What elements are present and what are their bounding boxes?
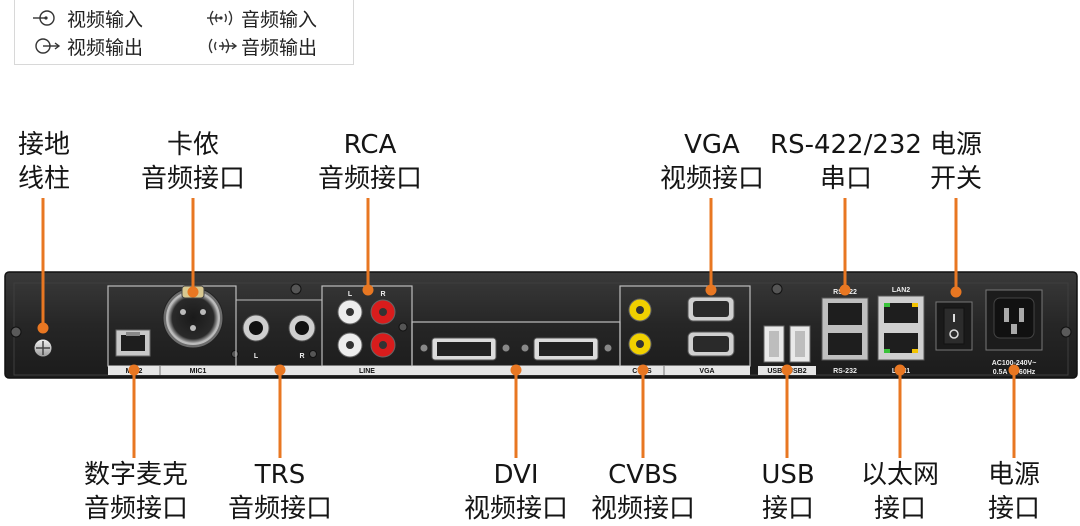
- panel-label-usb: USB1 USB2: [767, 368, 806, 375]
- legend-video-in-label: 视频输入: [67, 8, 144, 31]
- rca-section: [321, 285, 413, 375]
- audio-output-icon: [208, 38, 238, 54]
- legend-audio-in: 音频输入: [205, 6, 318, 31]
- video-output-icon: [35, 38, 61, 54]
- callout-label-mic: 数字麦克 音频接口: [83, 460, 188, 524]
- panel-label-power-rating-2: 0.5A 50/60Hz: [993, 369, 1036, 376]
- video-input-icon: [33, 10, 55, 26]
- callout-label-ground: 接地 线柱: [17, 130, 70, 194]
- panel-label-lan2: LAN2: [892, 287, 910, 294]
- legend-video-out-label: 视频输出: [67, 36, 144, 59]
- panel-label-rs422: RS-422: [833, 289, 857, 296]
- legend-audio-in-label: 音频输入: [241, 8, 318, 31]
- power-inlet: [985, 289, 1043, 351]
- panel-label-rs232: RS-232: [833, 368, 857, 375]
- panel-label-lan1: LAN1: [892, 368, 910, 375]
- panel-label-vga: VGA: [699, 368, 714, 375]
- power-switch: [935, 301, 973, 351]
- audio-input-icon: [207, 10, 233, 26]
- serial-section: [821, 297, 869, 361]
- legend-audio-out: 音频输出: [205, 34, 318, 59]
- callout-label-power: 电源 接口: [987, 460, 1040, 524]
- legend-video-out: 视频输出: [31, 34, 144, 59]
- panel-label-trs-l: L: [254, 353, 259, 360]
- callout-label-xlr: 卡侬 音频接口: [140, 130, 245, 194]
- panel-label-trs-r: R: [299, 353, 304, 360]
- panel-label-cvbs: CVBS: [632, 368, 652, 375]
- callout-label-cvbs: CVBS 视频接口: [590, 460, 695, 524]
- panel-label-mic2: MIC2: [126, 368, 143, 375]
- lan-section: [877, 295, 925, 361]
- callout-label-trs: TRS 音频接口: [227, 460, 332, 524]
- callout-label-vga: VGA 视频接口: [659, 130, 764, 194]
- callout-label-power-switch: 电源 开关: [929, 130, 982, 194]
- callout-label-serial: RS-422/232 串口: [770, 130, 922, 194]
- legend-video-in: 视频输入: [31, 6, 144, 31]
- panel-label-mic1: MIC1: [190, 368, 207, 375]
- callout-label-rca: RCA 音频接口: [317, 130, 422, 194]
- panel-label-rca-l: L: [348, 291, 353, 298]
- panel-label-power-rating-1: AC100-240V~: [992, 360, 1037, 367]
- cvbs-vga-section: [619, 285, 751, 375]
- panel-label-rca-r: R: [380, 291, 385, 298]
- panel-label-line: LINE: [359, 368, 375, 375]
- callout-label-ethernet: 以太网 接口: [860, 460, 939, 524]
- callout-label-usb: USB 接口: [761, 460, 815, 524]
- callout-label-dvi: DVI 视频接口: [463, 460, 568, 524]
- legend: 视频输入 视频输出 音频输入 音频输出: [14, 0, 354, 65]
- legend-audio-out-label: 音频输出: [241, 36, 318, 59]
- mic-section: [107, 285, 237, 375]
